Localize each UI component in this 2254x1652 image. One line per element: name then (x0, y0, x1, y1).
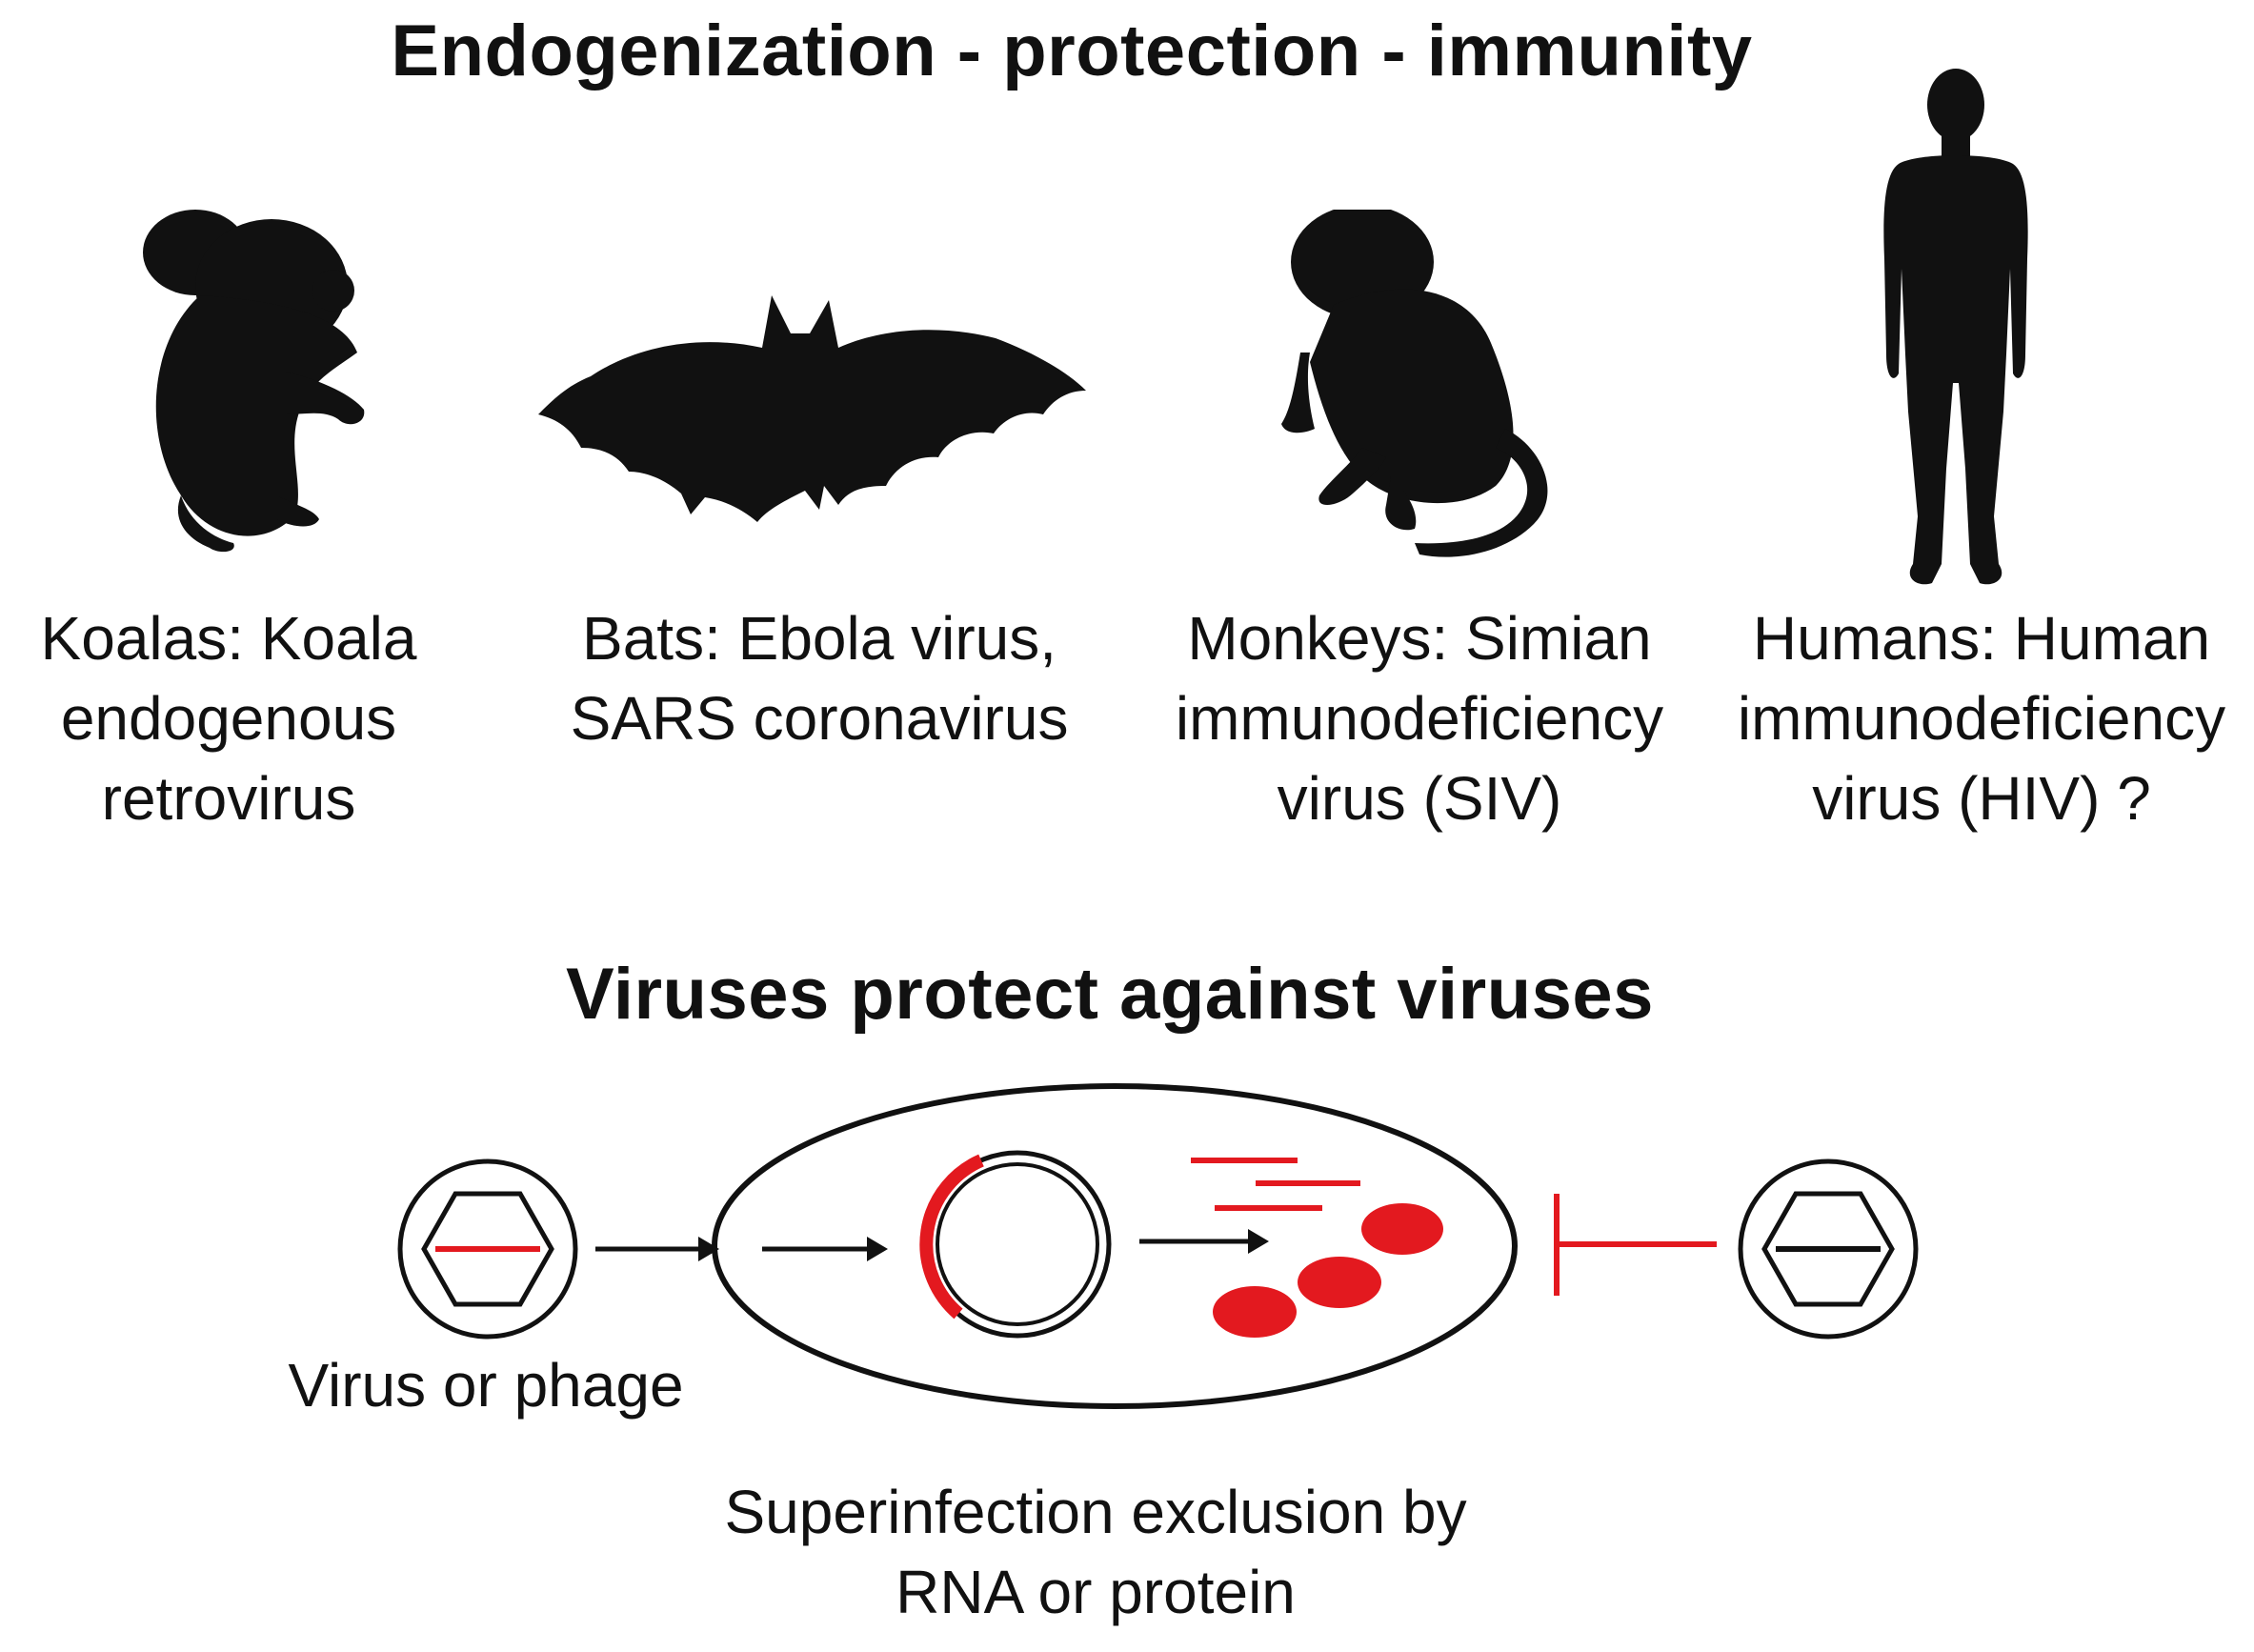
rna-transcripts-icon (1191, 1158, 1360, 1211)
caption-line: endogenous (60, 684, 397, 753)
arrow-icon (595, 1237, 719, 1261)
virus-label: Virus or phage (288, 1351, 684, 1420)
exclusion-line: RNA or protein (896, 1558, 1296, 1626)
caption-human: Humans: Human immunodeficiency virus (HI… (1710, 598, 2253, 838)
caption-line: Monkeys: Simian (1187, 604, 1652, 673)
caption-line: immunodeficiency (1737, 684, 2226, 753)
caption-line: Koalas: Koala (40, 604, 417, 673)
arrow-icon (1139, 1229, 1269, 1254)
caption-line: Humans: Human (1752, 604, 2211, 673)
caption-monkey: Monkeys: Simian immunodeficiency virus (… (1148, 598, 1691, 838)
caption-line: immunodeficiency (1175, 684, 1664, 753)
caption-line: virus (SIV) (1277, 764, 1562, 833)
caption-bat: Bats: Ebola virus, SARS coronavirus (533, 598, 1105, 758)
virus-right-icon (1738, 1158, 1919, 1340)
human-icon (1883, 69, 2028, 585)
superinfection-diagram (397, 1083, 1919, 1409)
bat-icon (538, 295, 1086, 522)
virus-left-icon (397, 1158, 578, 1340)
inhibition-icon (1554, 1194, 1717, 1296)
cell-outline (712, 1083, 1518, 1409)
caption-koala: Koalas: Koala endogenous retrovirus (19, 598, 438, 838)
exclusion-label: Superinfection exclusion by RNA or prote… (619, 1472, 1572, 1632)
caption-line: SARS coronavirus (570, 684, 1069, 753)
main-title: Endogenization - protection - immunity (391, 10, 1753, 91)
arrow-icon (762, 1237, 888, 1261)
caption-line: Bats: Ebola virus, (582, 604, 1057, 673)
caption-line: retrovirus (101, 764, 356, 833)
caption-line: virus (HIV) ? (1812, 764, 2151, 833)
genome-circle-icon (919, 1150, 1112, 1339)
section-title: Viruses protect against viruses (566, 954, 1654, 1035)
exclusion-line: Superinfection exclusion by (724, 1478, 1467, 1546)
koala-icon (143, 210, 365, 553)
protein-dots-icon (1213, 1203, 1443, 1338)
monkey-icon (1281, 210, 1548, 557)
